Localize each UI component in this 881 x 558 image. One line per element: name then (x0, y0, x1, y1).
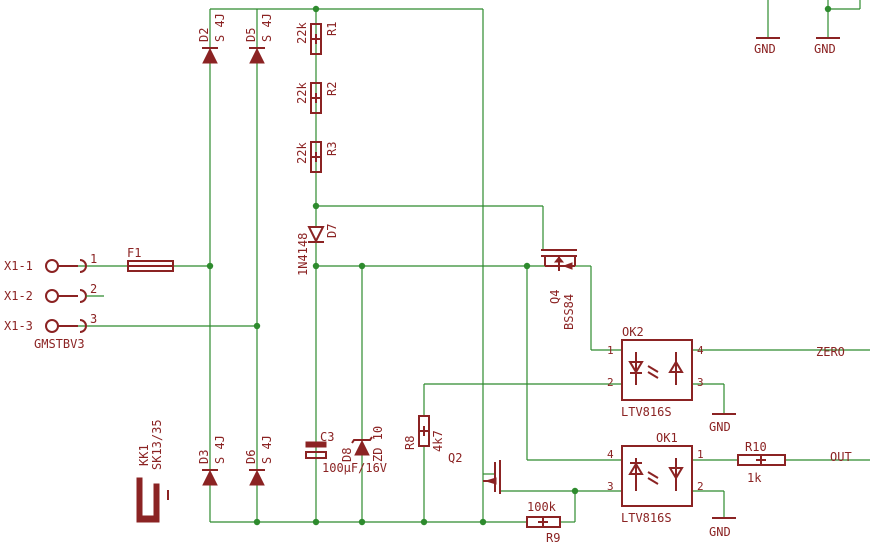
gnd-label-1: GND (754, 42, 776, 56)
optocoupler-ok1-label: OK1 (656, 431, 678, 445)
gnd-label-4: GND (709, 525, 731, 539)
wires (78, 0, 870, 523)
heatsink-kk1-label: KK1 (137, 444, 151, 466)
x1-pin-number-1: 1 (90, 252, 97, 266)
diode-d5-value: S 4J (260, 13, 274, 42)
mosfet-q4-value: BSS84 (562, 294, 576, 330)
optocoupler-ok2-value: LTV816S (621, 405, 672, 419)
x1-pin-2-label: X1-2 (4, 289, 33, 303)
resistor-r3-label: R3 (325, 142, 339, 156)
ok1-pin-3: 3 (607, 480, 614, 493)
gnd-label-2: GND (814, 42, 836, 56)
resistor-r2-value: 22k (295, 82, 309, 104)
x1-part-label: GMSTBV3 (34, 337, 85, 351)
resistor-r3-value: 22k (295, 142, 309, 164)
fuse-f1: F1 (127, 246, 174, 272)
resistor-r9-value: 100k (527, 500, 557, 514)
resistor-r1: 22k R1 (295, 22, 339, 55)
ok2-pin-4: 4 (697, 344, 704, 357)
ok2-pin-2: 2 (607, 376, 614, 389)
resistor-r10-value: 1k (747, 471, 762, 485)
gnd-label-3: GND (709, 420, 731, 434)
diode-d2-value: S 4J (213, 13, 227, 42)
diode-d3: D3 S 4J (197, 435, 227, 486)
heatsink-kk1-value: SK13/35 (150, 419, 164, 470)
x1-pin-number-2: 2 (90, 282, 97, 296)
diode-d7-label: D7 (325, 224, 339, 238)
capacitor-c3: C3 100µF/16V (305, 430, 387, 475)
heatsink-kk1: KK1 SK13/35 (136, 419, 169, 523)
diode-d7: 1N4148 D7 (296, 224, 339, 276)
resistor-r10: R10 1k (737, 440, 786, 485)
zener-d8-value: ZD 10 (371, 426, 385, 462)
diode-d6-value: S 4J (260, 435, 274, 464)
x1-pin-1-label: X1-1 (4, 259, 33, 273)
ok2-pin-3: 3 (697, 376, 704, 389)
optocoupler-ok2-label: OK2 (622, 325, 644, 339)
x1-pin-3-label: X1-3 (4, 319, 33, 333)
zener-d8: D8 ZD 10 (340, 426, 385, 462)
diode-d3-label: D3 (197, 450, 211, 464)
x1-pin-number-3: 3 (90, 312, 97, 326)
optocoupler-ok2: OK2 LTV816S 1 2 3 4 (607, 325, 704, 419)
fuse-f1-label: F1 (127, 246, 141, 260)
optocoupler-ok1-value: LTV816S (621, 511, 672, 525)
ok1-pin-4: 4 (607, 448, 614, 461)
diode-d6-label: D6 (244, 450, 258, 464)
resistor-r8-value: 4k7 (431, 430, 445, 452)
junctions (206, 5, 832, 526)
diode-d2-label: D2 (197, 28, 211, 42)
resistor-r8: R8 4k7 (403, 415, 445, 452)
mosfet-q4-label: Q4 (548, 290, 562, 304)
optocoupler-ok1: OK1 LTV816S 1 2 3 4 (607, 431, 704, 525)
resistor-r1-value: 22k (295, 22, 309, 44)
resistor-r8-label: R8 (403, 436, 417, 450)
mosfet-q2-label: Q2 (448, 451, 462, 465)
resistor-r1-label: R1 (325, 22, 339, 36)
ok2-pin-1: 1 (607, 344, 614, 357)
diode-d5-label: D5 (244, 28, 258, 42)
net-label-zero: ZERO (816, 345, 845, 359)
mosfet-q4: Q4 BSS84 (541, 249, 577, 330)
resistor-r10-label: R10 (745, 440, 767, 454)
net-label-out: OUT (830, 450, 852, 464)
capacitor-c3-label: C3 (320, 430, 334, 444)
resistor-r9: 100k R9 (526, 500, 561, 545)
resistor-r2: 22k R2 (295, 82, 339, 114)
capacitor-c3-value: 100µF/16V (322, 461, 387, 475)
resistor-r3: 22k R3 (295, 141, 339, 173)
ok1-pin-2: 2 (697, 480, 704, 493)
resistor-r2-label: R2 (325, 82, 339, 96)
mosfet-q2: Q2 (448, 451, 501, 494)
zener-d8-label: D8 (340, 448, 354, 462)
ok1-pin-1: 1 (697, 448, 704, 461)
connector-x1: X1-1 X1-2 X1-3 1 2 3 GMSTBV3 (4, 252, 104, 351)
diode-d6: D6 S 4J (244, 435, 274, 486)
diode-d5: D5 S 4J (244, 13, 274, 64)
gnd-symbols: GND GND GND GND (709, 37, 840, 539)
diode-d7-value: 1N4148 (296, 233, 310, 276)
diode-d2: D2 S 4J (197, 13, 227, 64)
resistor-r9-label: R9 (546, 531, 560, 545)
diode-d3-value: S 4J (213, 435, 227, 464)
